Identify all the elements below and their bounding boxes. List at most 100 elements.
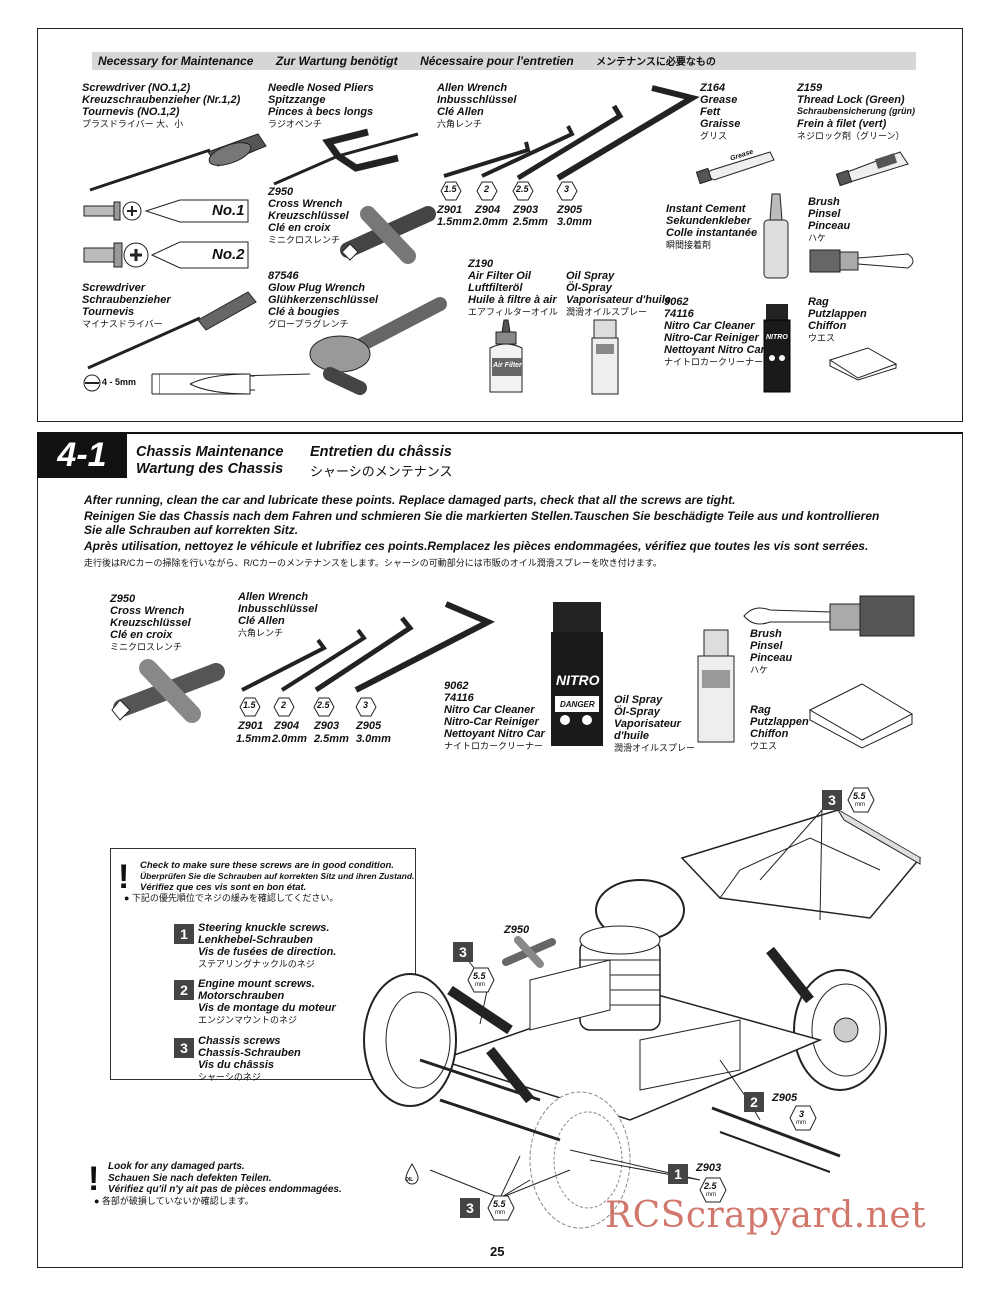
section-top-rule <box>37 432 963 434</box>
flat-tip-shape <box>151 373 251 395</box>
hex-mark: 1.5 <box>243 700 256 710</box>
hex-mark: 2.5 <box>317 700 330 710</box>
instruction-en: After running, clean the car and lubrica… <box>84 493 736 507</box>
flat-screwdriver-illustration <box>87 291 257 370</box>
section-number: 4-1 <box>57 436 107 474</box>
nitro-cleaner-can-top <box>763 304 791 393</box>
section-title-en: Chassis Maintenance <box>136 444 284 460</box>
section-title-fr: Entretien du châssis <box>310 444 452 460</box>
no2-label: No.2 <box>212 246 245 263</box>
callout-z903-hex <box>699 1177 727 1203</box>
instruction-fr: Après utilisation, nettoyez le véhicule … <box>84 539 869 553</box>
instruction-de-1: Reinigen Sie das Chassis nach dem Fahren… <box>84 509 880 523</box>
section-number-badge: 4-1 <box>37 432 127 478</box>
no1-label: No.1 <box>212 202 245 219</box>
callout-z903-tool: Z903 <box>696 1162 722 1174</box>
callout-wing-size: 5.5 <box>853 791 866 801</box>
header-en: Necessary for Maintenance <box>98 54 254 68</box>
warning-exclamation-icon: ! <box>118 858 130 896</box>
header-fr: Nécessaire pour l'entretien <box>420 54 574 68</box>
instructions: After running, clean the car and lubrica… <box>84 493 944 570</box>
screw-no2-icon <box>83 241 249 269</box>
mm-unit: mm <box>475 982 485 988</box>
nitro-can-text-mid: NITRO <box>556 672 600 688</box>
check-box-intro: Check to make sure these screws are in g… <box>124 860 415 903</box>
hex-mark: 3 <box>564 184 570 194</box>
oil-spray-can-top <box>591 319 619 395</box>
item-3-badge: 3 <box>174 1038 194 1058</box>
callout-left-hex <box>467 967 495 993</box>
item-1-text: Steering knuckle screws.Lenkhebel-Schrau… <box>198 922 337 969</box>
callout-z903-size: 2.5 <box>704 1181 717 1191</box>
cross-screwdriver-illustration <box>89 133 267 192</box>
header-de: Zur Wartung benötigt <box>275 54 398 68</box>
nitro-cleaner-can-mid <box>551 602 603 746</box>
thread-lock-tube <box>835 151 909 187</box>
hex-mark: 2 <box>281 700 287 710</box>
allen-wrenches-top-illustration <box>443 85 700 181</box>
brush-top-illustration <box>809 249 914 273</box>
buggy-illustration <box>363 809 922 1229</box>
damage-exclamation-icon: ! <box>88 1160 100 1198</box>
instruction-de-2: Sie alle Schrauben auf korrekten Sitz. <box>84 523 299 537</box>
callout-z905-badge: 2 <box>744 1092 764 1112</box>
callout-left-tool: Z950 <box>504 924 530 936</box>
oil-drop-icon <box>405 1163 419 1185</box>
callout-left-wrench-icon <box>502 936 556 968</box>
flat-size-label: 4 - 5mm <box>102 377 137 387</box>
hex-mark: 1.5 <box>444 184 457 194</box>
hex-mark: 2.5 <box>516 184 529 194</box>
allen-wrenches-mid-illustration <box>241 601 496 693</box>
glow-wrench-illustration <box>309 297 447 395</box>
cross-wrench-top-illustration <box>340 206 436 264</box>
oil-drop-label: OIL <box>405 1177 414 1183</box>
mm-unit: mm <box>855 802 865 808</box>
callout-z905-size: 3 <box>799 1109 805 1119</box>
callout-z905-tool: Z905 <box>772 1092 798 1104</box>
header-jp: メンテナンスに必要なもの <box>596 57 716 68</box>
callout-bottom-size: 5.5 <box>493 1199 506 1209</box>
instant-cement-bottle <box>763 193 789 279</box>
watermark: RCScrapyard.net <box>605 1195 927 1236</box>
air-filter-oil-bottle <box>489 319 523 393</box>
callout-bottom-badge: 3 <box>460 1198 480 1218</box>
item-1-badge: 1 <box>174 924 194 944</box>
brush-mid-illustration <box>743 595 915 637</box>
air-filter-bottle-label: Air Filter Oil <box>493 362 534 369</box>
callout-z903-badge: 1 <box>668 1164 688 1184</box>
item-2-badge: 2 <box>174 980 194 1000</box>
nitro-can-text-top: NITRO <box>766 334 788 341</box>
needle-pliers-illustration <box>273 128 419 186</box>
page-number: 25 <box>490 1244 505 1259</box>
grease-tube <box>695 151 775 185</box>
danger-text: DANGER <box>560 700 595 709</box>
mm-unit: mm <box>495 1210 505 1216</box>
section-title-de: Wartung des Chassis <box>136 461 284 477</box>
maintenance-header: Necessary for Maintenance Zur Wartung be… <box>92 52 916 70</box>
callout-wing-hex <box>847 787 875 813</box>
callout-left-size: 5.5 <box>473 971 486 981</box>
mm-unit: mm <box>796 1120 806 1126</box>
oil-spray-can-mid <box>697 629 735 743</box>
hex-mark: 3 <box>363 700 369 710</box>
rag-mid-illustration <box>808 683 914 749</box>
callout-bottom-hex <box>487 1195 515 1221</box>
